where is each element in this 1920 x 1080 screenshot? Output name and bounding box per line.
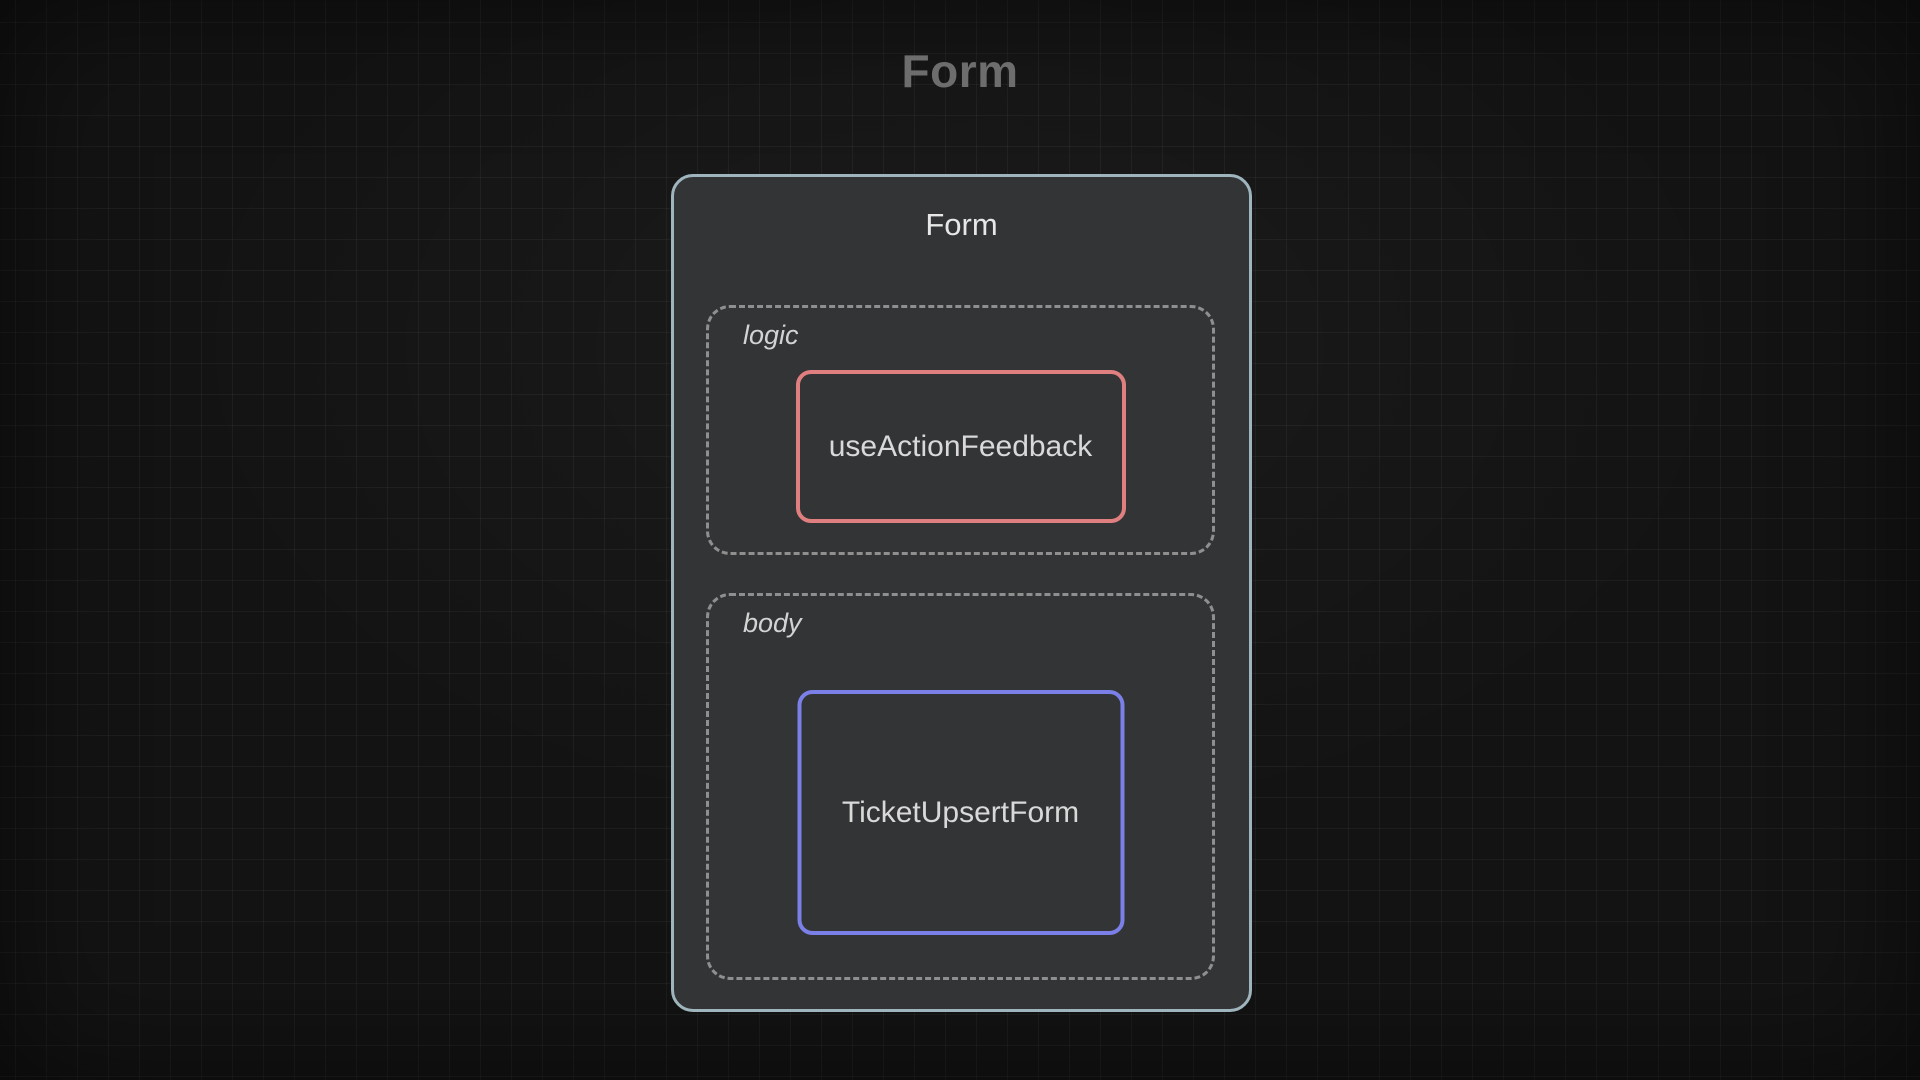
node-use-action-feedback-label: useActionFeedback	[828, 429, 1093, 463]
node-ticket-upsert-form: TicketUpsertForm	[797, 690, 1124, 935]
group-body-label: body	[743, 608, 802, 638]
group-logic: logic useActionFeedback	[706, 305, 1215, 555]
form-component-card: Form logic useActionFeedback body Ticket…	[671, 174, 1252, 1012]
group-logic-label: logic	[743, 320, 799, 350]
card-title: Form	[925, 207, 998, 242]
page-title: Form	[901, 45, 1019, 97]
group-body: body TicketUpsertForm	[706, 593, 1215, 980]
node-ticket-upsert-form-label: TicketUpsertForm	[841, 795, 1080, 829]
node-use-action-feedback: useActionFeedback	[795, 370, 1126, 523]
